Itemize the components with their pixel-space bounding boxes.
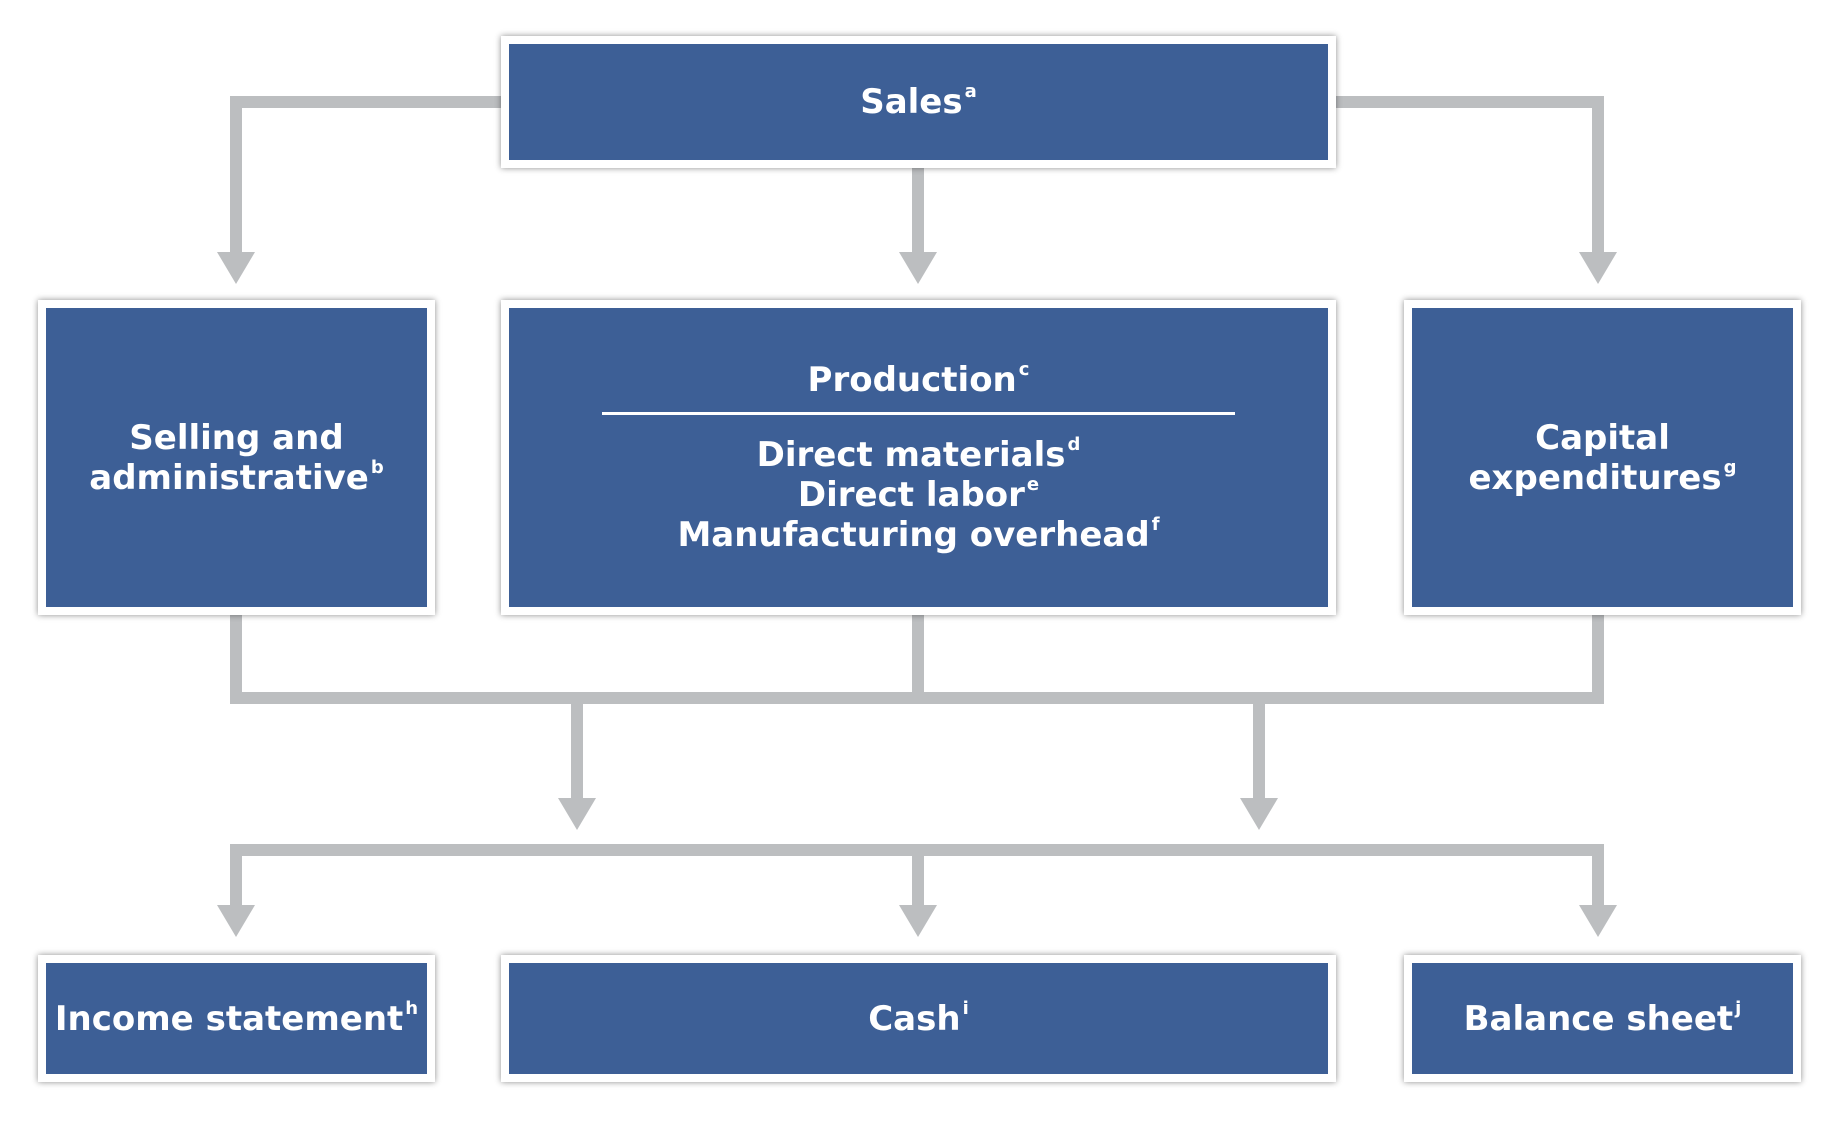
capital-label-line1: Capital	[1535, 417, 1670, 458]
balance-footnote-marker: j	[1735, 997, 1742, 1019]
arrowhead-to-balance-sheet	[1579, 905, 1617, 937]
income-footnote-marker: h	[405, 997, 419, 1019]
manufacturing-overhead-footnote-marker: f	[1151, 514, 1160, 535]
arrowhead-merge-left	[558, 798, 596, 830]
production-footnote-marker: c	[1018, 359, 1030, 380]
cash-footnote-marker: i	[962, 997, 969, 1019]
arrowhead-to-production	[899, 252, 937, 284]
sales-to-capital-connector	[1336, 96, 1604, 252]
sales-to-selling-connector	[230, 96, 501, 252]
arrowhead-to-cash	[899, 905, 937, 937]
arrowhead-to-income-statement	[217, 905, 255, 937]
sales-footnote-marker: a	[964, 81, 977, 102]
selling-label-line1: Selling and	[129, 417, 344, 458]
selling-footnote-marker: b	[370, 456, 384, 478]
capital-footnote-marker: g	[1723, 456, 1737, 478]
arrowhead-to-capital	[1579, 252, 1617, 284]
direct-materials-footnote-marker: d	[1067, 434, 1081, 455]
production-divider	[602, 412, 1235, 415]
arrowhead-merge-right	[1240, 798, 1278, 830]
arrowhead-to-selling	[217, 252, 255, 284]
direct-labor-footnote-marker: e	[1026, 474, 1040, 495]
